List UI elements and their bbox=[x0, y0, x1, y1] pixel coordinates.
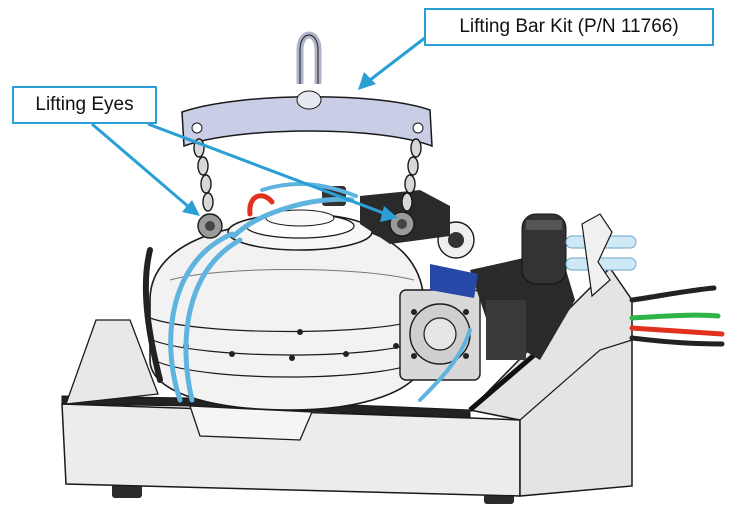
lifting-eye-left bbox=[197, 213, 223, 239]
base-tray bbox=[61, 266, 633, 504]
hoses bbox=[142, 182, 725, 403]
callout-lifting-eyes: Lifting Eyes bbox=[12, 86, 157, 124]
lifting-bar-kit bbox=[181, 31, 433, 239]
callout-lifting-bar-kit: Lifting Bar Kit (P/N 11766) bbox=[424, 8, 714, 46]
lifting-bar bbox=[181, 96, 433, 148]
callout-lifting-eyes-label: Lifting Eyes bbox=[35, 94, 134, 115]
callout-lifting-bar-kit-label: Lifting Bar Kit (P/N 11766) bbox=[459, 16, 679, 37]
top-shackle bbox=[296, 31, 322, 84]
chain-left bbox=[193, 138, 214, 212]
left-end-panel bbox=[65, 319, 159, 405]
tray-handle-recess bbox=[189, 405, 313, 441]
callout-leaders bbox=[91, 32, 431, 222]
filter-canister bbox=[521, 213, 567, 285]
chain-right bbox=[401, 138, 422, 212]
foot-left bbox=[112, 484, 142, 498]
